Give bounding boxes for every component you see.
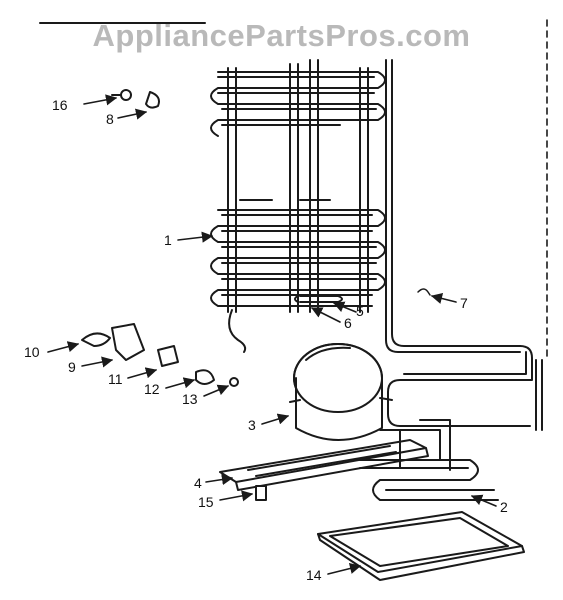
callout-7: 7 xyxy=(460,295,468,311)
callout-4: 4 xyxy=(194,475,202,491)
callout-14: 14 xyxy=(306,567,322,583)
base-plate xyxy=(219,439,429,491)
small-parts xyxy=(81,89,267,501)
drain-pan xyxy=(317,511,525,581)
condenser-coil xyxy=(210,59,386,353)
callout-13: 13 xyxy=(182,391,198,407)
watermark: AppliancePartsPros.com xyxy=(92,18,471,53)
callout-10: 10 xyxy=(24,344,40,360)
callout-6: 6 xyxy=(344,315,352,331)
callout-16: 16 xyxy=(52,97,68,113)
callout-1: 1 xyxy=(164,232,172,248)
drain-tube xyxy=(385,59,543,431)
callout-12: 12 xyxy=(144,381,160,397)
evaporator-coil xyxy=(359,419,499,501)
compressor xyxy=(289,343,393,441)
callout-2: 2 xyxy=(500,499,508,515)
callout-8: 8 xyxy=(106,111,114,127)
callout-11: 11 xyxy=(108,371,123,387)
callout-15: 15 xyxy=(198,494,214,510)
callout-9: 9 xyxy=(68,359,76,375)
callout-arrows xyxy=(47,94,497,575)
callout-5: 5 xyxy=(356,303,364,319)
drier-filter xyxy=(294,295,343,303)
callout-3: 3 xyxy=(248,417,256,433)
